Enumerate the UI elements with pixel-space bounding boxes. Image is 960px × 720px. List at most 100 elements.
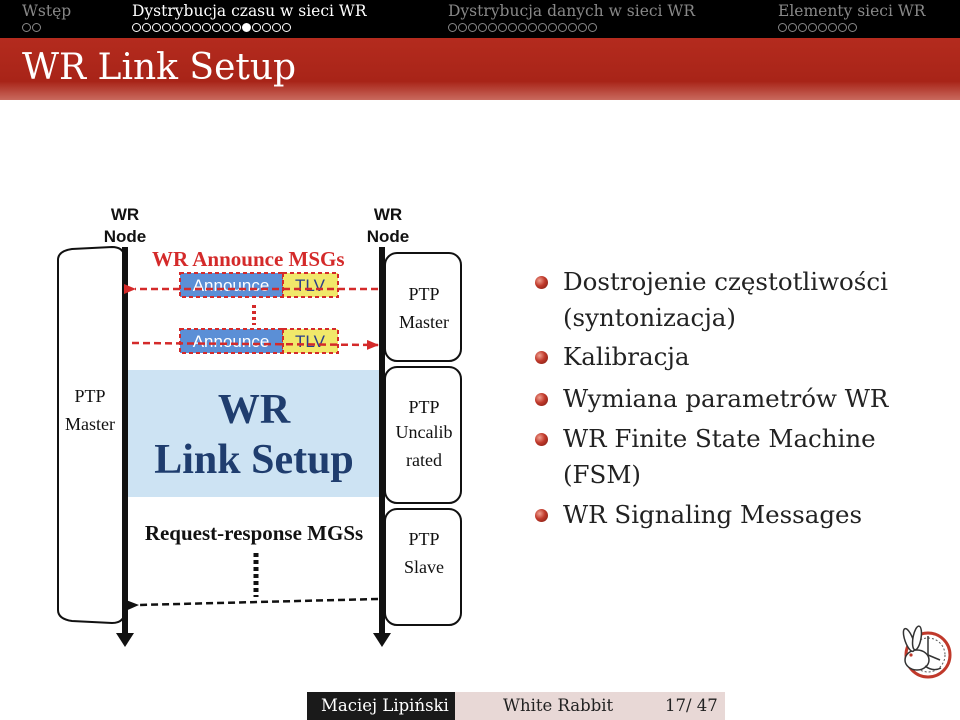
nav-dot[interactable] bbox=[818, 23, 827, 32]
nav-dots-network-elements bbox=[778, 23, 857, 32]
bullet-item: WR Finite State Machine (FSM) bbox=[535, 421, 945, 493]
nav-dot[interactable] bbox=[272, 23, 281, 32]
tlv-block-2 bbox=[282, 328, 339, 354]
nav-dot[interactable] bbox=[828, 23, 837, 32]
bullet-item: WR Signaling Messages bbox=[535, 497, 945, 533]
nav-dot[interactable] bbox=[22, 23, 31, 32]
footer-author: Maciej Lipiński bbox=[321, 696, 449, 715]
footer-author-box: Maciej Lipiński bbox=[307, 692, 455, 720]
tlv-block-2-label: TLV bbox=[295, 332, 326, 351]
nav-section-network-elements[interactable]: Elementy sieci WR bbox=[778, 2, 926, 20]
nav-dot[interactable] bbox=[578, 23, 587, 32]
nav-dots-intro bbox=[22, 23, 41, 32]
nav-dot[interactable] bbox=[182, 23, 191, 32]
tlv-block-1 bbox=[282, 272, 339, 298]
nav-dots-time-distribution bbox=[132, 23, 291, 32]
announce-arrow-2 bbox=[131, 339, 379, 350]
wr-link-setup-diagram: WR Node WR Node PTP Master PTP Master PT… bbox=[0, 195, 520, 655]
left-node-label-2: Node bbox=[104, 227, 147, 246]
diagram-svg: WR Node WR Node PTP Master PTP Master PT… bbox=[57, 205, 462, 647]
nav-dot[interactable] bbox=[152, 23, 161, 32]
ball-bullet-icon bbox=[535, 393, 548, 406]
nav-dots-data-distribution bbox=[448, 23, 597, 32]
right-node-label-2: Node bbox=[367, 227, 410, 246]
nav-dot[interactable] bbox=[488, 23, 497, 32]
nav-dot[interactable] bbox=[132, 23, 141, 32]
bullet-text: WR Finite State Machine (FSM) bbox=[563, 424, 876, 489]
nav-dot[interactable] bbox=[518, 23, 527, 32]
nav-dot[interactable] bbox=[548, 23, 557, 32]
left-state-label-2: Master bbox=[65, 414, 115, 434]
nav-dot[interactable] bbox=[798, 23, 807, 32]
nav-dot-current[interactable] bbox=[242, 23, 251, 32]
right-timeline-arrowhead bbox=[373, 633, 391, 647]
nav-dot[interactable] bbox=[222, 23, 231, 32]
nav-dot[interactable] bbox=[498, 23, 507, 32]
nav-dot[interactable] bbox=[588, 23, 597, 32]
nav-dot[interactable] bbox=[212, 23, 221, 32]
nav-dot[interactable] bbox=[788, 23, 797, 32]
ball-bullet-icon bbox=[535, 276, 548, 289]
right-state-uncalibrated-label-3: rated bbox=[406, 450, 442, 470]
bullet-text: Kalibracja bbox=[563, 342, 690, 371]
nav-dot[interactable] bbox=[528, 23, 537, 32]
right-state-uncalibrated-label-2: Uncalib bbox=[396, 422, 453, 442]
navigation-bar: Wstęp Dystrybucja czasu w sieci WR Dystr… bbox=[0, 0, 960, 38]
nav-dot[interactable] bbox=[538, 23, 547, 32]
footer-page-number: 17/ 47 bbox=[665, 696, 718, 715]
ball-bullet-icon bbox=[535, 433, 548, 446]
nav-dot[interactable] bbox=[508, 23, 517, 32]
nav-section-time-distribution[interactable]: Dystrybucja czasu w sieci WR bbox=[132, 2, 367, 20]
nav-dot[interactable] bbox=[778, 23, 787, 32]
footer-title: White Rabbit bbox=[503, 696, 614, 715]
right-state-master-box bbox=[384, 252, 462, 362]
right-node-label-1: WR bbox=[374, 205, 402, 224]
bullet-text: WR Signaling Messages bbox=[563, 500, 863, 529]
nav-dot[interactable] bbox=[838, 23, 847, 32]
nav-dot[interactable] bbox=[202, 23, 211, 32]
white-rabbit-logo-icon bbox=[895, 622, 953, 682]
left-state-label-1: PTP bbox=[74, 386, 105, 406]
link-setup-label-2: Link Setup bbox=[154, 437, 354, 483]
ball-bullet-icon bbox=[535, 351, 548, 364]
nav-dot[interactable] bbox=[468, 23, 477, 32]
nav-dot[interactable] bbox=[172, 23, 181, 32]
bullet-item: Wymiana parametrów WR bbox=[535, 381, 945, 417]
left-state-box bbox=[57, 245, 126, 625]
nav-dot[interactable] bbox=[458, 23, 467, 32]
bullet-text: Wymiana parametrów WR bbox=[563, 384, 889, 413]
nav-section-data-distribution[interactable]: Dystrybucja danych w sieci WR bbox=[448, 2, 696, 20]
nav-dot[interactable] bbox=[848, 23, 857, 32]
left-timeline-arrowhead bbox=[116, 633, 134, 647]
nav-dot[interactable] bbox=[282, 23, 291, 32]
announce-block-2-label: Announce bbox=[193, 332, 270, 351]
nav-dot[interactable] bbox=[142, 23, 151, 32]
title-bar: WR Link Setup bbox=[0, 38, 960, 100]
right-state-uncalibrated-label-1: PTP bbox=[408, 397, 439, 417]
nav-dot[interactable] bbox=[32, 23, 41, 32]
right-state-slave-label-2: Slave bbox=[404, 557, 444, 577]
request-response-label: Request-response MGSs bbox=[145, 521, 363, 545]
tlv-block-1-label: TLV bbox=[295, 276, 326, 295]
left-node-label-1: WR bbox=[111, 205, 139, 224]
right-state-slave-label-1: PTP bbox=[408, 529, 439, 549]
nav-dot[interactable] bbox=[262, 23, 271, 32]
nav-dot[interactable] bbox=[808, 23, 817, 32]
nav-dot[interactable] bbox=[478, 23, 487, 32]
nav-dot[interactable] bbox=[232, 23, 241, 32]
nav-dot[interactable] bbox=[252, 23, 261, 32]
right-state-master-label-1: PTP bbox=[408, 284, 439, 304]
bullet-text: Dostrojenie częstotliwości (syntonizacja… bbox=[563, 267, 888, 332]
ball-bullet-icon bbox=[535, 509, 548, 522]
nav-dot[interactable] bbox=[192, 23, 201, 32]
bullet-item: Dostrojenie częstotliwości (syntonizacja… bbox=[535, 264, 945, 336]
nav-section-intro[interactable]: Wstęp bbox=[22, 2, 72, 20]
link-setup-box bbox=[127, 370, 385, 497]
nav-dot[interactable] bbox=[558, 23, 567, 32]
nav-dot[interactable] bbox=[162, 23, 171, 32]
nav-dot[interactable] bbox=[568, 23, 577, 32]
bullet-item: Kalibracja bbox=[535, 339, 945, 375]
slide-title: WR Link Setup bbox=[22, 47, 297, 88]
announce-block-1-label: Announce bbox=[193, 276, 270, 295]
nav-dot[interactable] bbox=[448, 23, 457, 32]
